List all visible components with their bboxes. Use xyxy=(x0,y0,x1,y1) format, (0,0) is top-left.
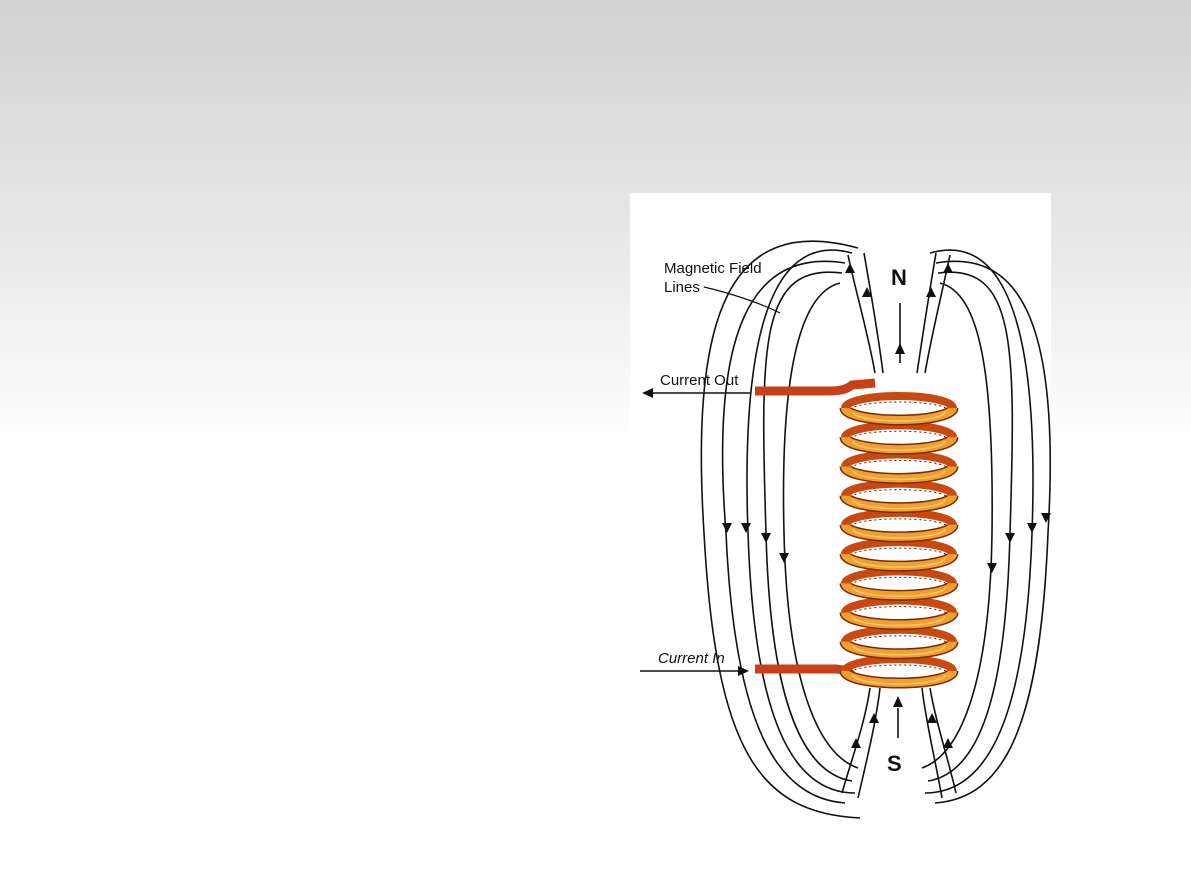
field-line-left-2 xyxy=(721,260,846,804)
arrow-bottom-3 xyxy=(927,713,937,723)
field-line-left-5 xyxy=(700,240,861,819)
arrow-axis-top xyxy=(895,343,905,354)
field-line-left-4 xyxy=(782,282,859,769)
field-line-left-3 xyxy=(762,271,853,782)
coil-turn-highlight xyxy=(852,499,946,510)
coil-turn-hatch xyxy=(850,664,948,674)
coil-turn-front xyxy=(841,611,957,629)
coil-turn-hatch xyxy=(850,606,948,615)
coil-turn-back xyxy=(841,479,957,497)
arrow-top-1 xyxy=(862,287,872,297)
coil-turn-front xyxy=(841,465,957,483)
current-out-label: Current Out xyxy=(660,372,739,389)
arrow-axis-bottom xyxy=(893,696,903,707)
coil-turn-front xyxy=(841,553,957,571)
arrow-right-3 xyxy=(987,563,997,573)
coil-turn-front xyxy=(841,582,957,600)
field-arrows xyxy=(722,263,1051,748)
field-line-bottom-4 xyxy=(929,687,957,794)
coil-turn-back xyxy=(841,596,957,614)
arrow-left-2 xyxy=(761,533,771,543)
arrow-right-4 xyxy=(1041,513,1051,523)
coil-turn-front xyxy=(841,406,957,424)
coil-turn-hatch xyxy=(850,518,948,528)
field-lines-label-line-2: Lines xyxy=(664,279,700,296)
field-line-top-3 xyxy=(916,252,937,374)
coil-turn-highlight xyxy=(852,411,946,422)
coil-turn-front xyxy=(841,494,957,512)
solenoid-figure: Magnetic Field Lines Current Out Current… xyxy=(630,193,1051,858)
coil-turn-highlight xyxy=(852,645,946,656)
coil-turn-hatch xyxy=(850,459,948,469)
field-label-leader xyxy=(703,286,781,314)
coil-turn-back xyxy=(841,450,957,468)
field-line-right-4 xyxy=(921,282,993,769)
coil-turn-back xyxy=(841,625,957,643)
current-in-arrow xyxy=(640,666,749,676)
coil-lead-top xyxy=(755,378,876,396)
field-line-right-2 xyxy=(934,260,1051,804)
field-line-bottom-1 xyxy=(841,687,871,794)
arrow-right-2 xyxy=(1005,533,1015,543)
field-lines-label-line-1: Magnetic Field xyxy=(664,260,762,277)
arrow-bottom-4 xyxy=(943,738,953,748)
coil-turn-hatch xyxy=(850,547,948,557)
coil-turn-back xyxy=(841,655,957,673)
arrow-bottom-1 xyxy=(851,738,861,748)
coil-turn-highlight xyxy=(852,557,946,568)
arrow-bottom-2 xyxy=(869,713,879,723)
coil-lead-bottom xyxy=(755,664,855,679)
coil-turn-hatch xyxy=(850,401,948,411)
arrow-top-4 xyxy=(943,263,953,273)
coil-turn-highlight xyxy=(852,674,946,685)
coil-turn-highlight xyxy=(852,470,946,481)
coil-turn-hatch xyxy=(850,430,948,440)
coil-turn-hatch xyxy=(850,635,948,644)
south-pole-label: S xyxy=(887,751,902,776)
coil-turn-back xyxy=(841,567,957,585)
current-in-label: Current In xyxy=(658,650,725,667)
coil-turn-front xyxy=(841,436,957,454)
coil-turn-back xyxy=(841,538,957,556)
arrow-right-1 xyxy=(1027,523,1037,533)
current-out-arrow xyxy=(642,388,750,398)
coil-turn-highlight xyxy=(852,587,946,598)
coil-turn-hatch xyxy=(850,489,948,498)
coil-turn-highlight xyxy=(852,528,946,539)
coil-turn-front xyxy=(841,669,957,687)
coil-turn-back xyxy=(841,421,957,439)
arrow-left-4 xyxy=(722,523,732,533)
solenoid-coil xyxy=(755,378,959,689)
field-line-bottom-3 xyxy=(921,687,943,799)
coil-turn-front xyxy=(841,523,957,541)
north-pole-label: N xyxy=(891,265,907,290)
coil-turn-back xyxy=(841,508,957,526)
field-line-bottom-2 xyxy=(857,687,881,799)
field-line-right-3 xyxy=(927,271,1014,782)
field-line-top-2 xyxy=(863,252,884,374)
arrow-top-2 xyxy=(926,287,936,297)
arrow-top-3 xyxy=(845,263,855,273)
coil-turn-highlight xyxy=(852,616,946,627)
solenoid-diagram: Magnetic Field Lines Current Out Current… xyxy=(640,240,1051,819)
field-line-left-1 xyxy=(746,249,856,794)
coil-turn-highlight xyxy=(852,441,946,451)
arrow-left-3 xyxy=(779,553,789,563)
magnetic-field-lines xyxy=(700,240,1051,819)
coil-turn-front xyxy=(841,640,957,658)
arrow-left-1 xyxy=(741,523,751,533)
coil-turn-hatch xyxy=(850,576,948,586)
coil-turn-back xyxy=(841,392,957,410)
